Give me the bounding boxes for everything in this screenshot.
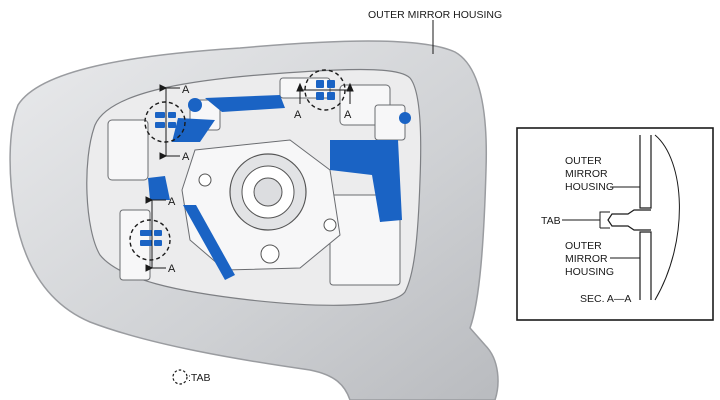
- section-housing-top-1: OUTER: [565, 155, 602, 167]
- outer-mirror-housing-label: OUTER MIRROR HOUSING: [368, 9, 502, 21]
- section-marker-a-3: A: [168, 196, 176, 208]
- section-marker-a-5: A: [294, 109, 302, 121]
- section-marker-a-2: A: [182, 151, 190, 163]
- section-outline-curve: [654, 134, 680, 301]
- section-marker-a-6: A: [344, 109, 352, 121]
- tab-circle-upper-left: [144, 101, 186, 143]
- tab-marks: [140, 80, 335, 246]
- legend-tab-label: :TAB: [188, 372, 211, 384]
- section-caption: SEC. A—A: [580, 293, 631, 305]
- housing-wall-bottom: [639, 231, 652, 300]
- housing-wall-top: [639, 135, 652, 209]
- section-housing-bottom-3: HOUSING: [565, 266, 614, 278]
- section-housing-bottom-1: OUTER: [565, 240, 602, 252]
- tab-circle-lower-left: [129, 219, 171, 261]
- legend-tab-icon: [172, 369, 188, 385]
- section-view: OUTER MIRROR HOUSING TAB OUTER MIRROR HO…: [516, 127, 714, 321]
- section-housing-top-2: MIRROR: [565, 168, 608, 180]
- motor-boss: [198, 153, 337, 264]
- section-housing-bottom-2: MIRROR: [565, 253, 608, 265]
- blue-highlights: [148, 95, 411, 280]
- tab-profile: [607, 209, 651, 231]
- section-marker-a-1: A: [182, 84, 190, 96]
- section-housing-top-3: HOUSING: [565, 181, 614, 193]
- section-lines: [145, 82, 354, 272]
- section-marker-a-4: A: [168, 263, 176, 275]
- section-tab-label: TAB: [541, 215, 561, 227]
